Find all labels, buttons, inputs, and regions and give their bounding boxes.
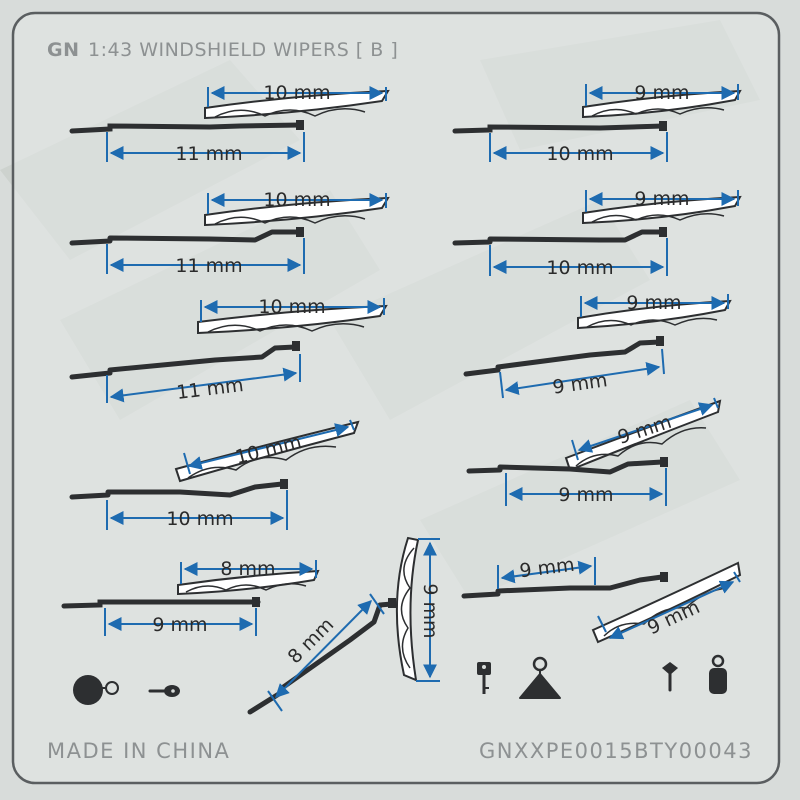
arm-dimension-line	[109, 367, 298, 403]
origin-label: MADE IN CHINA	[47, 739, 230, 763]
wiper-set-right-4: 9 mm 9 mm	[466, 397, 722, 506]
arm-pivot	[660, 457, 668, 467]
product-code: GNXXPE0015BTY00043	[479, 739, 753, 763]
dim-tick	[267, 690, 283, 712]
blade-length-label: 10 mm	[258, 296, 325, 318]
small-key-icon	[662, 662, 678, 692]
arm-dimension-line	[275, 600, 372, 698]
dim-tick	[369, 593, 385, 615]
arm-length-label: 11 mm	[175, 255, 242, 277]
dim-tick	[183, 452, 191, 475]
dim-tick	[597, 615, 607, 633]
blade-length-label: 9 mm	[419, 583, 441, 638]
blade-linkage	[591, 213, 725, 223]
arm-length-label: 10 mm	[546, 143, 613, 165]
key-icon	[477, 662, 491, 694]
blade-linkage	[586, 317, 718, 328]
wiper-set-right-3: 9 mm 9 mm	[463, 292, 732, 399]
wiper-set-left-3: 10 mm 11 mm	[69, 296, 388, 404]
header: GN 1:43 WINDSHIELD WIPERS [ B ]	[47, 39, 398, 61]
dim-tick	[571, 439, 579, 461]
wiper-arm	[61, 599, 261, 609]
blade-linkage	[207, 323, 365, 333]
blade-length-label: 9 mm	[626, 292, 681, 314]
arm-dimension-line	[504, 361, 661, 396]
arm-length-label: 9 mm	[152, 614, 207, 636]
triangle-tag-icon	[519, 656, 561, 699]
wiper-arm	[461, 574, 665, 599]
wiper-arm	[69, 229, 303, 246]
blade-linkage	[214, 108, 366, 118]
wiper-arm	[463, 339, 663, 377]
wiper-arm	[69, 481, 285, 500]
blade-linkage	[214, 215, 366, 225]
dim-tick	[661, 348, 665, 375]
wiper-blade	[177, 569, 320, 596]
blade-linkage	[185, 583, 307, 593]
arm-pivot	[292, 341, 300, 351]
arm-pivot	[656, 336, 664, 346]
arm-length-label: 10 mm	[166, 508, 233, 530]
blade-dimension-line	[608, 580, 735, 640]
pin-icon	[148, 685, 180, 697]
arm-dimension-line	[500, 560, 593, 584]
wiper-set-left-2: 10 mm 11 mm	[69, 189, 390, 277]
blade-dimension-line	[187, 423, 350, 470]
blade-length-label: 10 mm	[263, 82, 330, 104]
arm-length-label: 11 mm	[175, 143, 242, 165]
wiper-arm	[69, 122, 303, 134]
wiper-set-left-1: 10 mm 11 mm	[69, 82, 390, 165]
blade-dimension-line	[577, 402, 714, 453]
arm-pivot	[660, 572, 668, 582]
blade-length-label: 8 mm	[220, 558, 275, 580]
wiper-arm	[452, 123, 666, 134]
sheet-title: 1:43 WINDSHIELD WIPERS [ B ]	[88, 39, 398, 61]
arm-pivot	[659, 227, 667, 237]
arm-pivot	[388, 598, 396, 608]
blade-linkage	[591, 107, 725, 117]
round-mount-icon	[73, 675, 119, 705]
wiper-set-left-5: 8 mm 9 mm	[61, 558, 320, 636]
wiper-set-right-1: 9 mm 10 mm	[452, 82, 742, 165]
wiper-set-right-2: 9 mm 10 mm	[452, 188, 742, 279]
footer: MADE IN CHINA GNXXPE0015BTY00043	[47, 739, 753, 763]
arm-pivot	[659, 121, 667, 131]
blade-length-label: 9 mm	[634, 188, 689, 210]
arm-pivot	[296, 120, 304, 130]
wiper-arm	[452, 229, 666, 246]
dim-tick	[499, 371, 504, 399]
arm-length-label: 10 mm	[546, 257, 613, 279]
wiper-arm	[466, 459, 665, 475]
blade-length-label: 10 mm	[263, 189, 330, 211]
fob-icon	[709, 654, 727, 694]
arm-length-label: 9 mm	[558, 484, 613, 506]
brand-logo: GN	[47, 39, 80, 61]
blade-length-label: 9 mm	[634, 82, 689, 104]
dim-tick	[349, 419, 355, 431]
arm-pivot	[280, 479, 288, 489]
wiper-set-right-5: 9 mm 9 mm	[461, 554, 742, 644]
blade-linkage	[400, 547, 415, 669]
arm-pivot	[296, 227, 304, 237]
dim-tick	[713, 397, 719, 409]
arm-pivot	[252, 597, 260, 607]
dim-tick	[733, 571, 741, 583]
